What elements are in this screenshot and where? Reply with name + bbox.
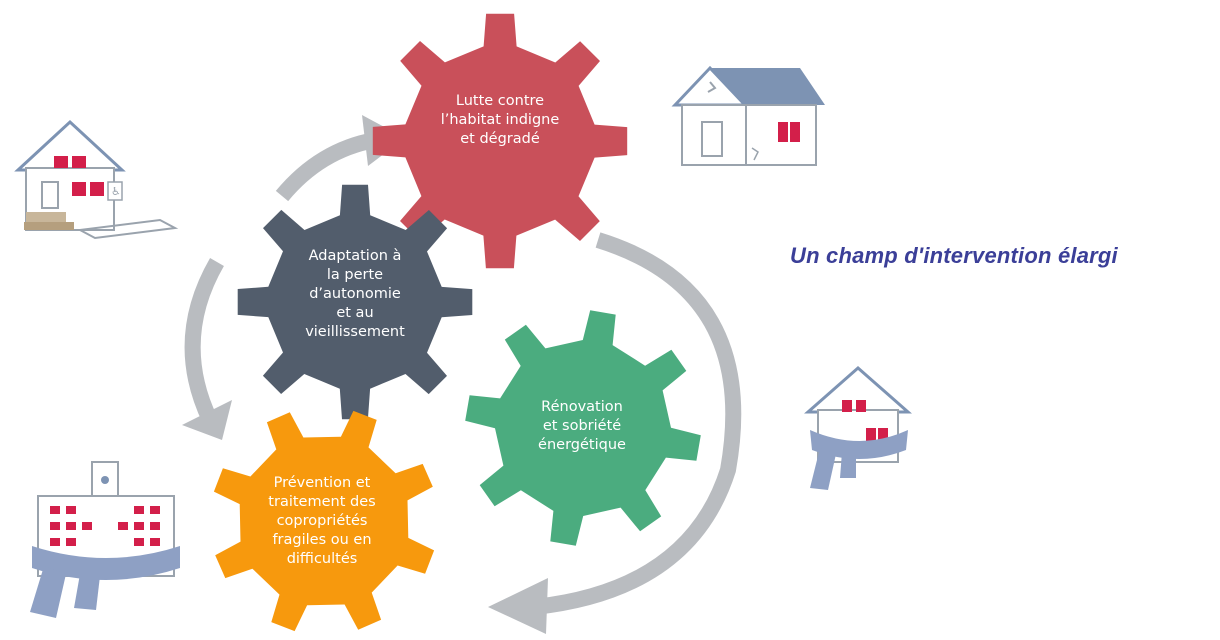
cycle-arrow-left <box>184 258 224 424</box>
gear-habitat-line: Lutte contre <box>455 93 545 109</box>
cycle-arrow-left-head <box>182 400 232 440</box>
gear-autonomie-line: et au <box>336 305 374 321</box>
insulated-building-icon <box>30 461 180 618</box>
cycle-arrow-right-head <box>488 578 548 634</box>
gear-label-habitat: Lutte contre l’habitat indigne et dégradé <box>430 92 570 149</box>
gear-renovation-line: Rénovation <box>541 399 623 415</box>
gear-copro-line: difficultés <box>286 551 358 567</box>
gear-renovation-line: énergétique <box>538 437 626 453</box>
gear-renovation-line: et sobriété <box>542 418 622 434</box>
damaged-house-icon <box>671 65 825 166</box>
gear-label-autonomie: Adaptation à la perte d’autonomie et au viei… <box>290 247 420 342</box>
cycle-arrow-top <box>275 132 377 202</box>
accessible-house-icon: ♿ <box>14 119 179 240</box>
gear-copro-line: traitement des <box>268 494 376 510</box>
gear-autonomie <box>237 184 473 420</box>
gear-label-copro: Prévention et traitement des copropriétés f… <box>262 474 382 569</box>
gear-habitat <box>372 13 628 269</box>
gear-autonomie-line: d’autonomie <box>309 286 401 302</box>
cycle-arrow-right <box>534 232 742 615</box>
gear-autonomie-line: vieillissement <box>305 324 405 340</box>
gears <box>213 13 701 632</box>
gear-autonomie-line: la perte <box>326 267 384 283</box>
gear-label-renovation: Rénovation et sobriété énergétique <box>522 398 642 455</box>
gear-copro <box>213 410 435 632</box>
diagram-caption: Un champ d'intervention élargi <box>790 243 1118 268</box>
gear-copro-line: fragiles ou en <box>272 532 372 548</box>
gear-habitat-line: l’habitat indigne <box>440 112 560 128</box>
svg-text:♿: ♿ <box>111 185 121 198</box>
gear-habitat-line: et dégradé <box>460 131 540 147</box>
insulated-house-icon <box>804 366 912 490</box>
gear-renovation <box>465 310 701 546</box>
gear-copro-line: copropriétés <box>276 513 368 529</box>
gear-autonomie-line: Adaptation à <box>308 248 402 264</box>
gear-copro-line: Prévention et <box>273 475 371 491</box>
